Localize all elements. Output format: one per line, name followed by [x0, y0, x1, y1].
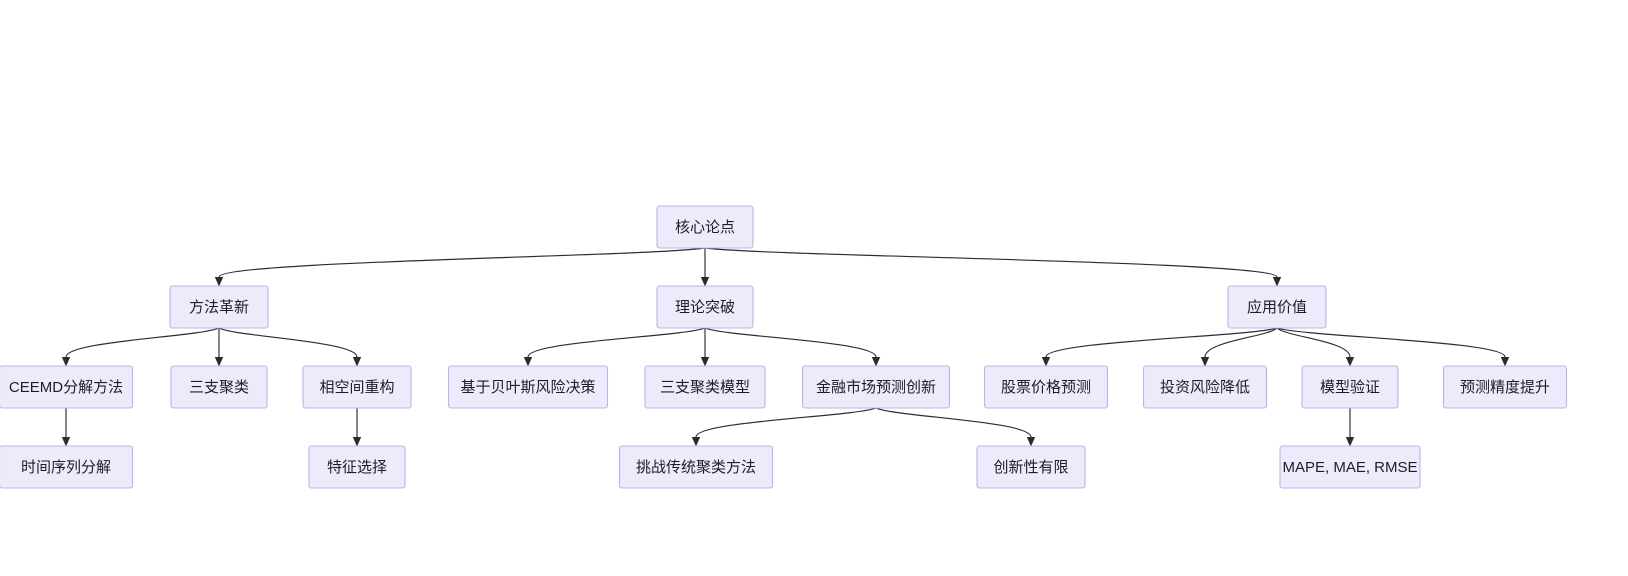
edge-l1c-to-l2c2	[1200, 327, 1278, 367]
edge-l1b-to-l2b1	[523, 327, 706, 367]
arrow-head-icon	[214, 277, 224, 287]
node-label: 模型验证	[1320, 379, 1380, 396]
node-box[interactable]	[1442, 365, 1568, 409]
node-l3a2[interactable]: 特征选择	[308, 445, 406, 489]
arrow-head-icon	[1200, 357, 1210, 367]
node-l2b1[interactable]: 基于贝叶斯风险决策	[447, 365, 609, 409]
arrow-head-icon	[61, 357, 71, 367]
edge-l1b-to-l2b2	[700, 328, 710, 367]
node-box[interactable]	[0, 365, 134, 409]
edge-root-to-l1a	[214, 247, 706, 287]
edge-root-to-l1b	[700, 248, 710, 287]
edge-l1c-to-l2c1	[1041, 327, 1278, 367]
edge-l2c3-to-l3c1	[1345, 408, 1355, 447]
node-box[interactable]	[618, 445, 774, 489]
node-box[interactable]	[170, 365, 268, 409]
node-l1c[interactable]: 应用价值	[1227, 285, 1327, 329]
node-box[interactable]	[1142, 365, 1268, 409]
node-label: 核心论点	[675, 219, 735, 236]
node-label: 投资风险降低	[1160, 379, 1250, 396]
node-l2a3[interactable]: 相空间重构	[302, 365, 412, 409]
node-box[interactable]	[1301, 365, 1399, 409]
arrow-head-icon	[871, 357, 881, 367]
node-l1a[interactable]: 方法革新	[169, 285, 269, 329]
edge-l2a3-to-l3a2	[352, 408, 362, 447]
arrow-head-icon	[214, 357, 224, 367]
node-box[interactable]	[302, 365, 412, 409]
arrow-head-icon	[700, 277, 710, 287]
node-label: 相空间重构	[319, 379, 394, 396]
edge-root-to-l1c	[704, 247, 1282, 287]
node-l2c3[interactable]: 模型验证	[1301, 365, 1399, 409]
node-box[interactable]	[983, 365, 1109, 409]
node-box[interactable]	[801, 365, 951, 409]
node-label: 方法革新	[189, 299, 249, 316]
arrow-head-icon	[700, 357, 710, 367]
node-label: 应用价值	[1247, 298, 1307, 316]
node-l1b[interactable]: 理论突破	[656, 285, 754, 329]
node-box[interactable]	[976, 445, 1086, 489]
node-label: 特征选择	[327, 459, 387, 476]
arrow-head-icon	[1500, 357, 1510, 367]
edge-l1c-to-l2c4	[1276, 327, 1510, 367]
node-l2a1[interactable]: CEEMD分解方法	[0, 365, 134, 409]
node-box[interactable]	[1227, 285, 1327, 329]
node-l2b3[interactable]: 金融市场预测创新	[801, 365, 951, 409]
node-box[interactable]	[656, 205, 754, 249]
node-l2b2[interactable]: 三支聚类模型	[644, 365, 766, 409]
node-box[interactable]	[656, 285, 754, 329]
node-label: 基于贝叶斯风险决策	[460, 379, 595, 396]
node-label: CEEMD分解方法	[9, 379, 123, 396]
edge-l2a1-to-l3a1	[61, 408, 71, 447]
arrow-head-icon	[1345, 437, 1355, 447]
arrow-head-icon	[1026, 437, 1036, 447]
edge-l1a-to-l2a1	[61, 327, 220, 367]
node-label: 股票价格预测	[1001, 379, 1091, 396]
arrow-head-icon	[523, 357, 533, 367]
node-l2c1[interactable]: 股票价格预测	[983, 365, 1109, 409]
node-box[interactable]	[0, 445, 134, 489]
node-l3b2[interactable]: 创新性有限	[976, 445, 1086, 489]
node-l3c1[interactable]: MAPE, MAE, RMSE	[1279, 445, 1421, 489]
node-label: 创新性有限	[993, 459, 1068, 476]
arrow-head-icon	[61, 437, 71, 447]
node-box[interactable]	[308, 445, 406, 489]
node-l2c2[interactable]: 投资风险降低	[1142, 365, 1268, 409]
node-l2c4[interactable]: 预测精度提升	[1442, 365, 1568, 409]
edge-l2b3-to-l3b1	[691, 407, 877, 447]
node-label: 三支聚类	[189, 379, 249, 396]
arrow-head-icon	[691, 437, 701, 447]
edge-l1c-to-l2c3	[1276, 327, 1355, 367]
node-label: 理论突破	[675, 299, 735, 316]
node-label: 三支聚类模型	[660, 379, 750, 396]
edge-l1a-to-l2a3	[218, 327, 362, 367]
node-root[interactable]: 核心论点	[656, 205, 754, 249]
node-box[interactable]	[447, 365, 609, 409]
arrow-head-icon	[352, 437, 362, 447]
node-l3b1[interactable]: 挑战传统聚类方法	[618, 445, 774, 489]
node-label: 时间序列分解	[21, 459, 111, 476]
edge-l1a-to-l2a2	[214, 328, 224, 367]
node-label: 挑战传统聚类方法	[636, 459, 756, 476]
node-box[interactable]	[169, 285, 269, 329]
node-l3a1[interactable]: 时间序列分解	[0, 445, 134, 489]
arrow-head-icon	[352, 357, 362, 367]
node-box[interactable]	[1279, 445, 1421, 489]
edge-l2b3-to-l3b2	[875, 407, 1036, 447]
node-label: MAPE, MAE, RMSE	[1282, 459, 1417, 476]
arrow-head-icon	[1041, 357, 1051, 367]
arrow-head-icon	[1345, 357, 1355, 367]
node-label: 金融市场预测创新	[816, 379, 936, 396]
edge-l1b-to-l2b3	[704, 327, 881, 367]
edge-layer	[61, 247, 1510, 447]
node-label: 预测精度提升	[1460, 379, 1550, 396]
node-l2a2[interactable]: 三支聚类	[170, 365, 268, 409]
node-box[interactable]	[644, 365, 766, 409]
arrow-head-icon	[1272, 277, 1282, 287]
